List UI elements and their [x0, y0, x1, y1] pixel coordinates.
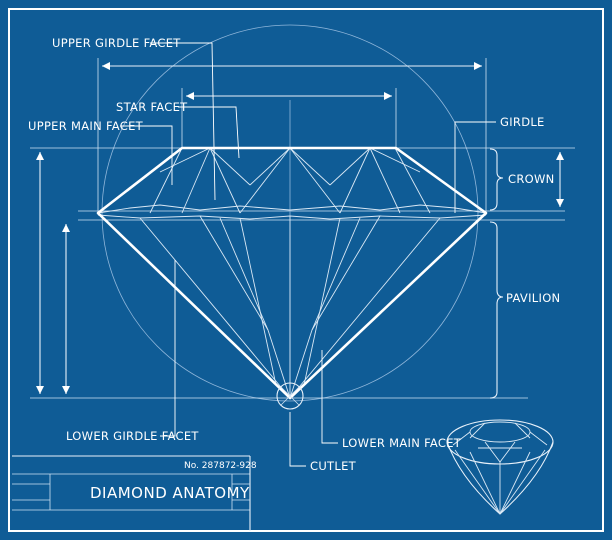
- label-crown: CROWN: [508, 172, 555, 186]
- braces: [489, 148, 504, 399]
- label-upper-main-facet: UPPER MAIN FACET: [28, 119, 144, 133]
- drawing-number: No. 287872-928: [184, 461, 257, 471]
- label-upper-girdle-facet: UPPER GIRDLE FACET: [52, 36, 181, 50]
- label-star-facet: STAR FACET: [116, 100, 188, 114]
- dimension-arrows: [36, 62, 564, 394]
- perspective-diamond: [446, 419, 554, 515]
- leader-lines: [120, 42, 496, 467]
- diamond-profile: [96, 146, 488, 410]
- label-girdle: GIRDLE: [500, 115, 545, 129]
- title-block: [12, 455, 251, 531]
- label-pavilion: PAVILION: [506, 291, 560, 305]
- drawing-title: DIAMOND ANATOMY: [90, 484, 250, 502]
- construction-circle: [101, 24, 479, 402]
- outer-frame: [8, 8, 604, 532]
- label-lower-girdle-facet: LOWER GIRDLE FACET: [66, 429, 199, 443]
- label-culet: CUTLET: [310, 459, 357, 473]
- label-lower-main-facet: LOWER MAIN FACET: [342, 436, 462, 450]
